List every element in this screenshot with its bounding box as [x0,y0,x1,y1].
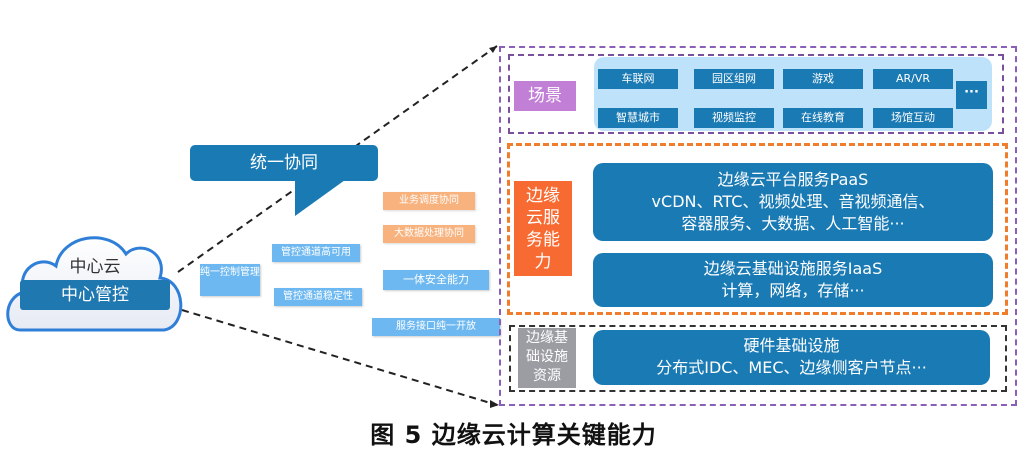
paas-line2: 容器服务、大数据、人工智能··· [681,214,905,233]
feature-unified-open-api: 服务接口纯一开放 [372,318,500,336]
scenario-item: 智慧城市 [598,108,678,128]
iaas-box: 边缘云基础设施服务IaaS 计算，网络，存储··· [593,253,993,307]
edge-infrastructure-tag: 边缘基 础设施 资源 [518,328,576,388]
unified-coordination-callout: 统一协同 [190,145,378,181]
scenario-tag: 场景 [514,81,576,111]
paas-box: 边缘云平台服务PaaS vCDN、RTC、视频处理、音视频通信、 容器服务、大数… [593,163,993,241]
scenario-frame [508,54,1004,134]
feature-bigdata-coordination: 大数据处理协同 [383,225,475,243]
paas-line1: vCDN、RTC、视频处理、音视频通信、 [651,192,935,211]
scenario-item: 场馆互动 [873,108,953,128]
iaas-title: 边缘云基础设施服务IaaS [703,259,883,278]
callout-tail [295,180,345,216]
edge-cloud-services-tag: 边缘 云服 务能 力 [514,181,572,276]
paas-title: 边缘云平台服务PaaS [717,170,869,189]
feature-control-channel-ha: 管控通道高可用 [272,244,360,262]
scenario-item: AR/VR [873,69,953,89]
connector-bottom-arrowhead [490,400,499,408]
feature-integrated-security: 一体安全能力 [383,270,489,290]
hardware-title: 硬件基础设施 [743,336,840,355]
edge-cloud-frame [499,46,1017,406]
scenario-item: 在线教育 [783,108,863,128]
tag-line: 资源 [533,368,561,384]
scenario-item: 视频监控 [694,108,774,128]
more-scenarios-icon: ··· [956,81,987,109]
tag-line: 边缘基 [526,330,568,346]
tag-line: 云服 [526,208,560,228]
scenario-item: 游戏 [783,69,863,89]
iaas-line1: 计算，网络，存储··· [721,281,865,300]
edge-infrastructure-frame [509,325,1007,392]
tag-line: 务能 [526,230,560,250]
hardware-line1: 分布式IDC、MEC、边缘侧客户节点··· [656,358,927,377]
tag-line: 础设施 [526,349,568,365]
scenario-item: 车联网 [598,69,678,89]
tag-line: 边缘 [526,186,560,206]
feature-business-scheduling: 业务调度协同 [383,192,475,210]
scenario-item: 园区组网 [694,69,774,89]
hardware-box: 硬件基础设施 分布式IDC、MEC、边缘侧客户节点··· [593,330,990,385]
center-control-box[interactable]: 中心管控 [20,280,170,310]
tag-line: 力 [534,252,552,272]
connector-top-arrowhead [489,46,497,53]
figure-caption: 图 5 边缘云计算关键能力 [370,421,657,449]
feature-unified-control: 纯一控制管理 [200,264,260,296]
edge-cloud-services-frame [507,143,1008,315]
center-cloud-label: 中心云 [69,257,121,277]
feature-control-channel-stability: 管控通道稳定性 [274,288,362,306]
